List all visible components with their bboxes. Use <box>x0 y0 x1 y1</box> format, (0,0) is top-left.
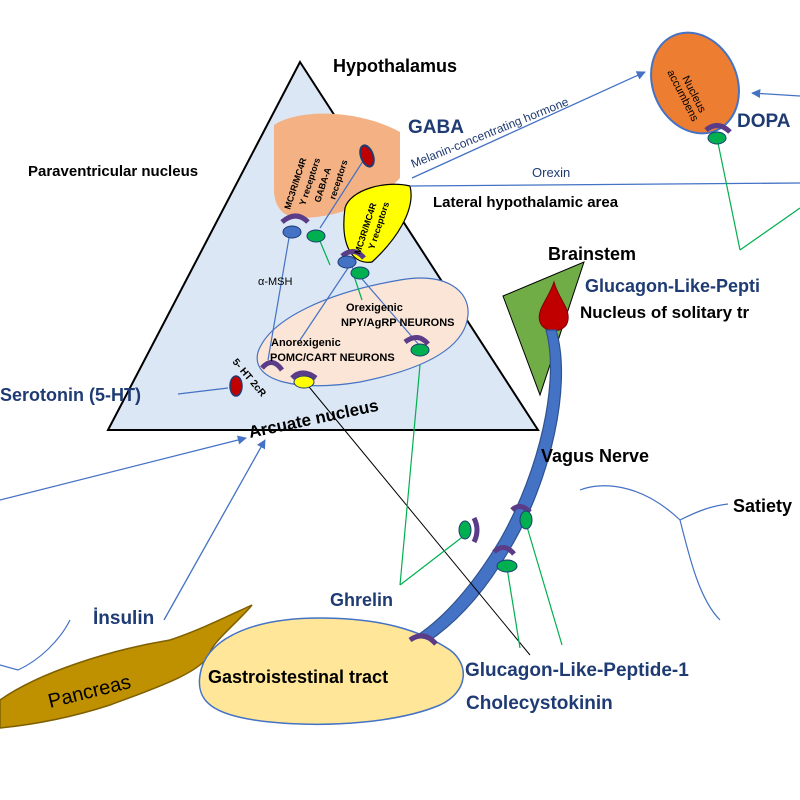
pancreas <box>0 604 253 729</box>
accumbens-input-arrow <box>751 88 800 99</box>
green-line-2 <box>399 534 466 586</box>
gaba-line <box>319 157 366 229</box>
green-line-1 <box>399 364 421 586</box>
lateral-hypothalamic-label: Lateral hypothalamic area <box>433 194 619 211</box>
vagus-receptor-green-2 <box>519 510 533 530</box>
vagus-receptor-arc-1 <box>471 516 480 544</box>
lha-receptor-blue <box>337 255 357 269</box>
gaba-receptor-red <box>359 144 375 168</box>
pomc-to-gi-line <box>304 381 531 656</box>
left-arrow-to-arcuate <box>0 435 247 501</box>
npy-receptor-arc <box>403 335 430 346</box>
mch-arrow <box>411 71 646 179</box>
pvn-receptor-green <box>306 229 326 243</box>
accumbens-receptor-arc <box>704 123 732 134</box>
alpha-msh-line-1 <box>267 231 291 361</box>
orexin-label: Orexin <box>532 165 570 180</box>
glp1-top-label: Glucagon-Like-Pepti <box>585 276 760 296</box>
serotonin-line <box>177 387 229 395</box>
accumbens-receptor-green <box>707 131 727 145</box>
arcuate-receptor-yellow <box>293 375 315 389</box>
vagus-label: Vagus Nerve <box>541 446 649 466</box>
gaba-label: GABA <box>408 117 464 138</box>
vagus-receptor-arc-3 <box>492 545 516 556</box>
nucleus-accumbens <box>650 31 740 135</box>
brainstem-label: Brainstem <box>548 244 636 264</box>
orexin-line <box>409 182 800 187</box>
green-line-7 <box>739 207 800 251</box>
pvn-receptor-blue <box>282 225 302 239</box>
npy-receptor-green <box>410 343 430 357</box>
green-line-3 <box>524 519 563 646</box>
orexigenic-label-1: Orexigenic <box>346 302 403 314</box>
orexigenic-label-2: NPY/AgRP NEURONS <box>341 317 454 329</box>
anorexigenic-label-2: POMC/CART NEURONS <box>270 352 395 364</box>
alpha-msh-label: α-MSH <box>258 276 293 288</box>
brainstem-shape <box>502 261 585 397</box>
green-line-6 <box>716 137 741 251</box>
lha-receptor-arc <box>340 249 366 260</box>
left-bracket <box>0 619 71 671</box>
arcuate-receptor-arc-bottom <box>290 370 318 381</box>
green-line-4 <box>506 567 521 649</box>
vagus-receptor-arc-2 <box>510 504 532 514</box>
serotonin-receptor-red <box>229 375 243 397</box>
gi-tract <box>198 617 464 725</box>
arcuate-receptor-arc-left <box>260 360 285 372</box>
nucleus-solitary-label: Nucleus of solitary tr <box>580 303 749 322</box>
insulin-arrow <box>163 439 266 621</box>
vagus-receptor-green-1 <box>458 520 472 540</box>
glp1-bottom-label: Glucagon-Like-Peptide-1 <box>465 660 689 681</box>
alpha-msh-line-2 <box>299 261 353 341</box>
ghrelin-label: Ghrelin <box>330 590 393 610</box>
cholecystokinin-label: Cholecystokinin <box>466 693 613 714</box>
vagus-receptor-green-3 <box>496 559 518 573</box>
dopa-label: DOPA <box>737 111 791 132</box>
paraventricular-label: Paraventricular nucleus <box>28 163 198 180</box>
lha-receptor-green <box>350 266 370 280</box>
hypothalamus-label: Hypothalamus <box>333 56 457 76</box>
serotonin-label: Serotonin (5-HT) <box>0 385 141 405</box>
satiety-bracket <box>579 485 729 621</box>
gi-tract-label: Gastroistestinal tract <box>208 667 388 687</box>
insulin-label: İnsulin <box>93 608 154 629</box>
pvn-receptor-arc <box>280 213 310 224</box>
gi-receptor-arc <box>408 633 438 646</box>
satiety-label: Satiety <box>733 496 792 516</box>
anorexigenic-label-1: Anorexigenic <box>271 337 341 349</box>
